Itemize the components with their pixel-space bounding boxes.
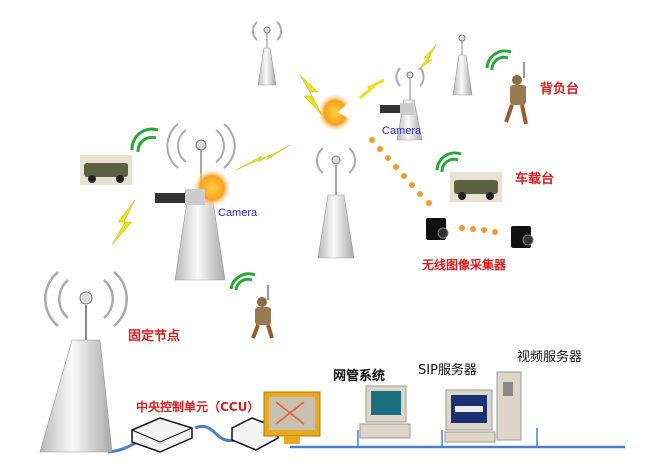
management-monitor bbox=[263, 391, 321, 444]
signal-arcs bbox=[130, 49, 512, 291]
camera-icon bbox=[380, 105, 404, 113]
tower-camera-left bbox=[155, 123, 236, 281]
label-nms: 网管系统 bbox=[333, 369, 386, 384]
wireless-camera bbox=[511, 226, 534, 248]
label-vehicle: 车载台 bbox=[515, 172, 555, 187]
soldier-icon bbox=[504, 62, 528, 125]
label-sip-server: SIP服务器 bbox=[418, 363, 477, 378]
lightning-icon bbox=[111, 199, 136, 246]
wireless-link-dots bbox=[369, 137, 498, 235]
tower-fixed-node bbox=[39, 271, 128, 453]
label-camera-right: Camera bbox=[382, 125, 422, 137]
sip-server-computer bbox=[444, 389, 496, 443]
wireless-camera bbox=[426, 218, 449, 240]
video-server-tower bbox=[496, 371, 522, 441]
label-ccu: 中央控制单元（CCU） bbox=[136, 400, 260, 414]
label-backpack: 背负台 bbox=[540, 82, 580, 97]
lightning-icon bbox=[417, 44, 437, 71]
vehicle-icon bbox=[80, 155, 132, 185]
label-fixed-node: 固定节点 bbox=[128, 329, 181, 344]
vehicle-icon bbox=[450, 172, 502, 202]
label-camera-left: Camera bbox=[218, 207, 258, 219]
label-wireless-collector: 无线图像采集器 bbox=[422, 258, 507, 272]
label-video-server: 视频服务器 bbox=[517, 350, 583, 365]
tower-camera-right bbox=[380, 67, 425, 141]
wifi-icon bbox=[130, 127, 159, 153]
wifi-icon bbox=[485, 49, 512, 71]
ccu-device bbox=[131, 417, 193, 453]
lightning-icon bbox=[299, 74, 323, 116]
tower-center bbox=[316, 147, 356, 259]
soldier-icon bbox=[251, 285, 274, 339]
wifi-icon bbox=[229, 272, 256, 291]
lightning-bolts bbox=[111, 44, 437, 246]
wifi-icon bbox=[435, 151, 462, 173]
tower-top-small bbox=[251, 21, 283, 86]
camera-icon bbox=[155, 193, 193, 203]
lightning-icon bbox=[235, 144, 291, 171]
nms-computer bbox=[359, 385, 411, 439]
signal-burst bbox=[316, 92, 354, 133]
tower-top-right-small bbox=[452, 34, 473, 96]
